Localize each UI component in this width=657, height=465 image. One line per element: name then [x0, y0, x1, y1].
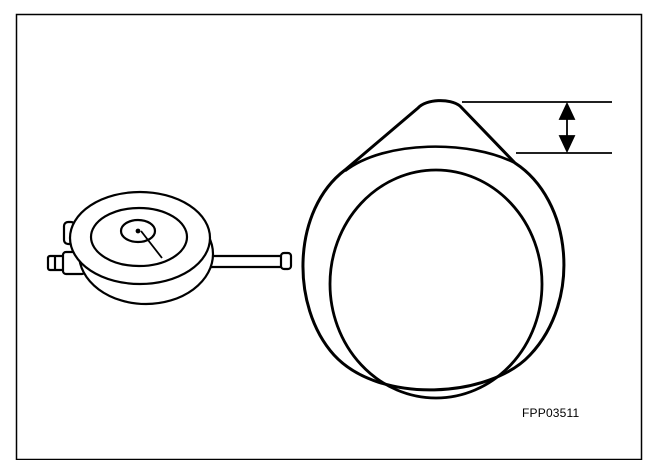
dial-indicator-icon [46, 190, 293, 306]
ring-top-seam [344, 145, 516, 173]
gauge-rod [203, 254, 285, 269]
dimension-arrow-down-icon [558, 135, 576, 154]
gauge-rod-tip [279, 251, 293, 271]
dimension-markers [462, 101, 612, 154]
gauge-needle [140, 230, 163, 259]
dimension-arrow-up-icon [558, 101, 576, 120]
figure-code-label: FPP03511 [522, 406, 580, 420]
ring-deformation-diagram [301, 99, 566, 400]
ring-inner-bore [328, 168, 544, 400]
